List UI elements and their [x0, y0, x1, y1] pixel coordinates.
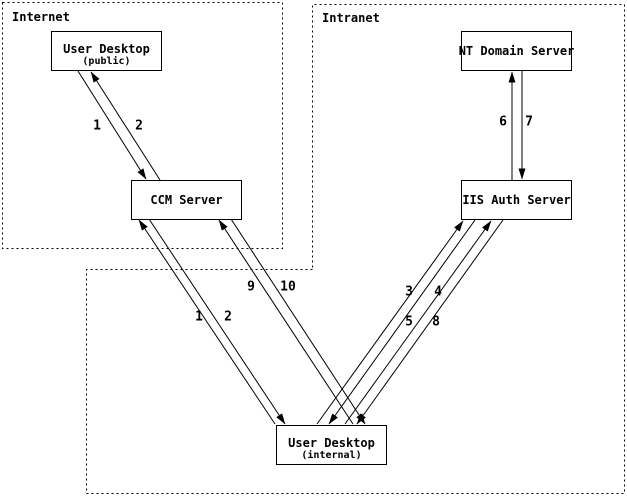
intranet-zone-label: Intranet: [322, 11, 380, 25]
node-title: User Desktop: [288, 436, 375, 450]
node-nt-domain-server: NT Domain Server: [458, 31, 575, 71]
internet-zone-border: [2, 2, 283, 249]
edge-label-4: 4: [434, 284, 442, 300]
arrow-8-iis-to-internal-desktop: [356, 219, 504, 425]
edge-label-6: 6: [499, 114, 507, 130]
edge-label-1-internal: 1: [195, 309, 203, 325]
node-ccm-server: CCM Server: [131, 180, 242, 220]
node-subtitle: (public): [82, 56, 131, 67]
node-user-desktop-public: User Desktop (public): [51, 31, 162, 71]
edge-label-9: 9: [247, 279, 255, 295]
edge-label-5: 5: [405, 314, 413, 330]
edge-label-3: 3: [405, 284, 413, 300]
node-iis-auth-server: IIS Auth Server: [461, 180, 572, 220]
arrow-10-ccm-to-internal-desktop: [230, 218, 366, 425]
arrow-1-internal-desktop-to-ccm: [138, 219, 276, 425]
edge-label-2-public: 2: [135, 118, 143, 134]
node-title: NT Domain Server: [458, 43, 575, 58]
node-subtitle: (internal): [301, 450, 362, 461]
arrow-1-public-desktop-to-ccm: [77, 70, 147, 180]
arrow-2-ccm-to-internal-desktop: [148, 218, 286, 425]
arrow-4-iis-to-internal-desktop: [328, 219, 476, 425]
edge-label-2-internal: 2: [224, 309, 232, 325]
internet-zone-label: Internet: [12, 10, 70, 24]
arrow-9-internal-desktop-to-ccm: [218, 219, 354, 425]
node-title: User Desktop: [63, 42, 150, 56]
edge-label-8: 8: [432, 314, 440, 330]
edge-label-10: 10: [280, 279, 296, 295]
node-title: IIS Auth Server: [462, 192, 571, 207]
intranet-zone-border: [86, 4, 625, 494]
arrow-2-ccm-to-public-desktop: [90, 71, 161, 181]
edge-label-7: 7: [525, 114, 533, 130]
node-user-desktop-internal: User Desktop (internal): [276, 425, 387, 465]
arrow-3-internal-desktop-to-iis: [316, 220, 464, 425]
arrow-5-internal-desktop-to-iis: [344, 220, 492, 425]
edge-label-1-public: 1: [93, 118, 101, 134]
node-title: CCM Server: [150, 192, 223, 207]
